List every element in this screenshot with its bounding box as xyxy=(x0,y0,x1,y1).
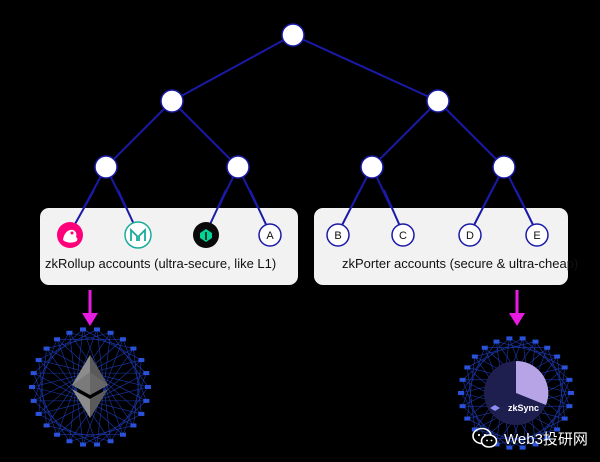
network-node xyxy=(138,411,145,416)
leaf-c-label: C xyxy=(399,230,407,242)
network-node xyxy=(93,327,100,332)
network-node xyxy=(519,445,526,450)
node-level2-2 xyxy=(226,155,250,179)
zkrollup-panel xyxy=(40,208,298,285)
network-node xyxy=(459,404,466,409)
leaf-b: B xyxy=(326,223,350,247)
leaf-a: A xyxy=(258,223,282,247)
network-node xyxy=(561,365,568,370)
network-node xyxy=(43,423,50,428)
network-node xyxy=(506,336,513,341)
zksync-icon: zkSync xyxy=(484,360,549,425)
leaf-a-label: A xyxy=(266,230,274,242)
compound-icon xyxy=(193,222,219,248)
leaf-d: D xyxy=(458,223,482,247)
network-node xyxy=(566,404,573,409)
zksync-label: zkSync xyxy=(508,403,539,413)
network-node xyxy=(54,337,61,342)
node-level2-4 xyxy=(492,155,516,179)
network-node xyxy=(143,371,150,376)
network-node xyxy=(43,346,50,351)
network-node xyxy=(107,439,114,444)
node-level2-3 xyxy=(360,155,384,179)
network-node xyxy=(464,365,471,370)
network-node xyxy=(30,398,37,403)
network-node xyxy=(138,358,145,363)
node-level1-left xyxy=(160,89,184,113)
uniswap-icon xyxy=(57,222,83,248)
network-node xyxy=(459,377,466,382)
zkporter-panel xyxy=(314,208,568,285)
maker-icon xyxy=(124,221,152,249)
internal-nodes xyxy=(94,23,516,179)
network-node xyxy=(35,411,42,416)
network-node xyxy=(30,371,37,376)
network-node xyxy=(532,339,539,344)
network-node xyxy=(119,432,126,437)
network-node xyxy=(464,416,471,421)
network-node xyxy=(519,336,526,341)
network-node xyxy=(561,416,568,421)
network-node xyxy=(119,337,126,342)
network-node xyxy=(143,398,150,403)
network-node xyxy=(544,436,551,441)
network-node xyxy=(568,391,574,395)
network-node xyxy=(29,385,35,389)
network-node xyxy=(145,385,151,389)
watermark-text: Web3投研网 xyxy=(504,430,588,448)
network-node xyxy=(66,439,73,444)
leaf-e: E xyxy=(525,223,549,247)
network-node xyxy=(481,345,488,350)
network-node xyxy=(458,391,464,395)
network-node xyxy=(107,330,114,335)
network-node xyxy=(80,442,87,447)
zkporter-label: zkPorter accounts (secure & ultra-cheap) xyxy=(342,256,578,271)
network-node xyxy=(471,354,478,359)
root-node xyxy=(281,23,305,47)
ethereum-icon xyxy=(72,355,108,418)
leaf-b-label: B xyxy=(334,230,341,242)
zksync-network: zkSync xyxy=(458,336,574,450)
network-node xyxy=(80,327,87,332)
network-node xyxy=(471,427,478,432)
node-level1-right xyxy=(426,89,450,113)
network-node xyxy=(493,339,500,344)
watermark: Web3投研网 xyxy=(472,424,588,452)
network-node xyxy=(554,354,561,359)
zkrollup-label: zkRollup accounts (ultra-secure, like L1… xyxy=(45,256,276,271)
network-node xyxy=(35,358,42,363)
ethereum-network xyxy=(29,327,151,447)
node-level2-1 xyxy=(94,155,118,179)
network-node xyxy=(544,345,551,350)
network-node xyxy=(93,442,100,447)
network-node xyxy=(54,432,61,437)
network-node xyxy=(130,423,137,428)
leaf-c: C xyxy=(391,223,415,247)
network-node xyxy=(506,445,513,450)
arrow-left xyxy=(82,290,98,326)
network-node xyxy=(66,330,73,335)
network-node xyxy=(493,442,500,447)
leaf-e-label: E xyxy=(533,230,540,242)
network-node xyxy=(130,346,137,351)
arrow-right xyxy=(509,290,525,326)
network-node xyxy=(532,442,539,447)
leaf-d-label: D xyxy=(466,230,474,242)
network-node xyxy=(566,377,573,382)
wechat-icon xyxy=(472,427,498,448)
tree-edges xyxy=(69,34,538,234)
network-node xyxy=(554,427,561,432)
